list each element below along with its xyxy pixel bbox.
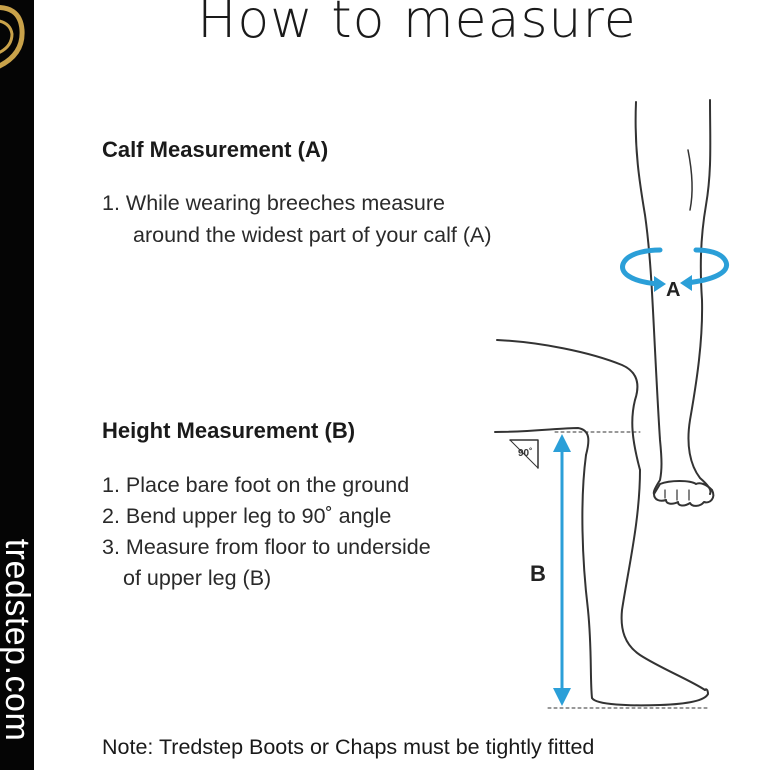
calf-heading: Calf Measurement (A) bbox=[102, 137, 329, 162]
height-step-3-text-cont: of upper leg (B) bbox=[123, 566, 272, 590]
label-b: B bbox=[530, 561, 546, 586]
thigh-underside-outline bbox=[494, 427, 590, 456]
foot-outline bbox=[591, 688, 709, 707]
height-heading: Height Measurement (B) bbox=[102, 418, 356, 443]
calf-step-1-text: While wearing breeches measure bbox=[125, 191, 445, 215]
height-step-2-number: 2. bbox=[102, 504, 120, 528]
brand-strip: tredstep.com bbox=[0, 0, 34, 770]
thigh-top-outline bbox=[496, 339, 641, 471]
standing-leg-left-outline bbox=[634, 101, 663, 495]
calf-arrow-left-head bbox=[654, 276, 666, 292]
shin-back-outline bbox=[581, 454, 593, 699]
height-step-3-text: Measure from floor to underside bbox=[125, 535, 431, 559]
standing-leg-right-outline bbox=[687, 99, 712, 495]
right-angle-marker bbox=[509, 439, 539, 469]
standing-leg-knee-line bbox=[687, 149, 693, 211]
height-step-1-text: Place bare foot on the ground bbox=[125, 473, 410, 497]
height-step-3: 3. Measure from floor to underside bbox=[102, 532, 431, 563]
page-title: How to measure bbox=[197, 0, 637, 50]
fit-note: Note: Tredstep Boots or Chaps must be ti… bbox=[102, 735, 595, 759]
angle-label: 90˚ bbox=[518, 447, 532, 459]
calf-step-1: 1. While wearing breeches measure bbox=[102, 188, 445, 219]
brand-logo-icon bbox=[0, 5, 25, 69]
height-step-1: 1. Place bare foot on the ground bbox=[102, 470, 409, 501]
height-arrow-top-head bbox=[553, 434, 571, 452]
calf-arrow-right-arc bbox=[683, 247, 730, 286]
height-step-1-number: 1. bbox=[102, 473, 120, 497]
height-step-2-text: Bend upper leg to 90˚ angle bbox=[125, 504, 392, 528]
calf-arrow-right-head bbox=[680, 275, 692, 291]
calf-arrow-left-arc bbox=[620, 247, 663, 287]
shin-front-outline bbox=[620, 469, 706, 691]
calf-step-1-number: 1. bbox=[102, 191, 120, 215]
height-arrow-bottom-head bbox=[553, 688, 571, 706]
toes-outline bbox=[653, 480, 715, 507]
calf-step-1-text-cont: around the widest part of your calf (A) bbox=[133, 223, 492, 247]
height-step-3-number: 3. bbox=[102, 535, 120, 559]
label-a: A bbox=[666, 279, 680, 301]
height-step-2: 2. Bend upper leg to 90˚ angle bbox=[102, 501, 391, 532]
